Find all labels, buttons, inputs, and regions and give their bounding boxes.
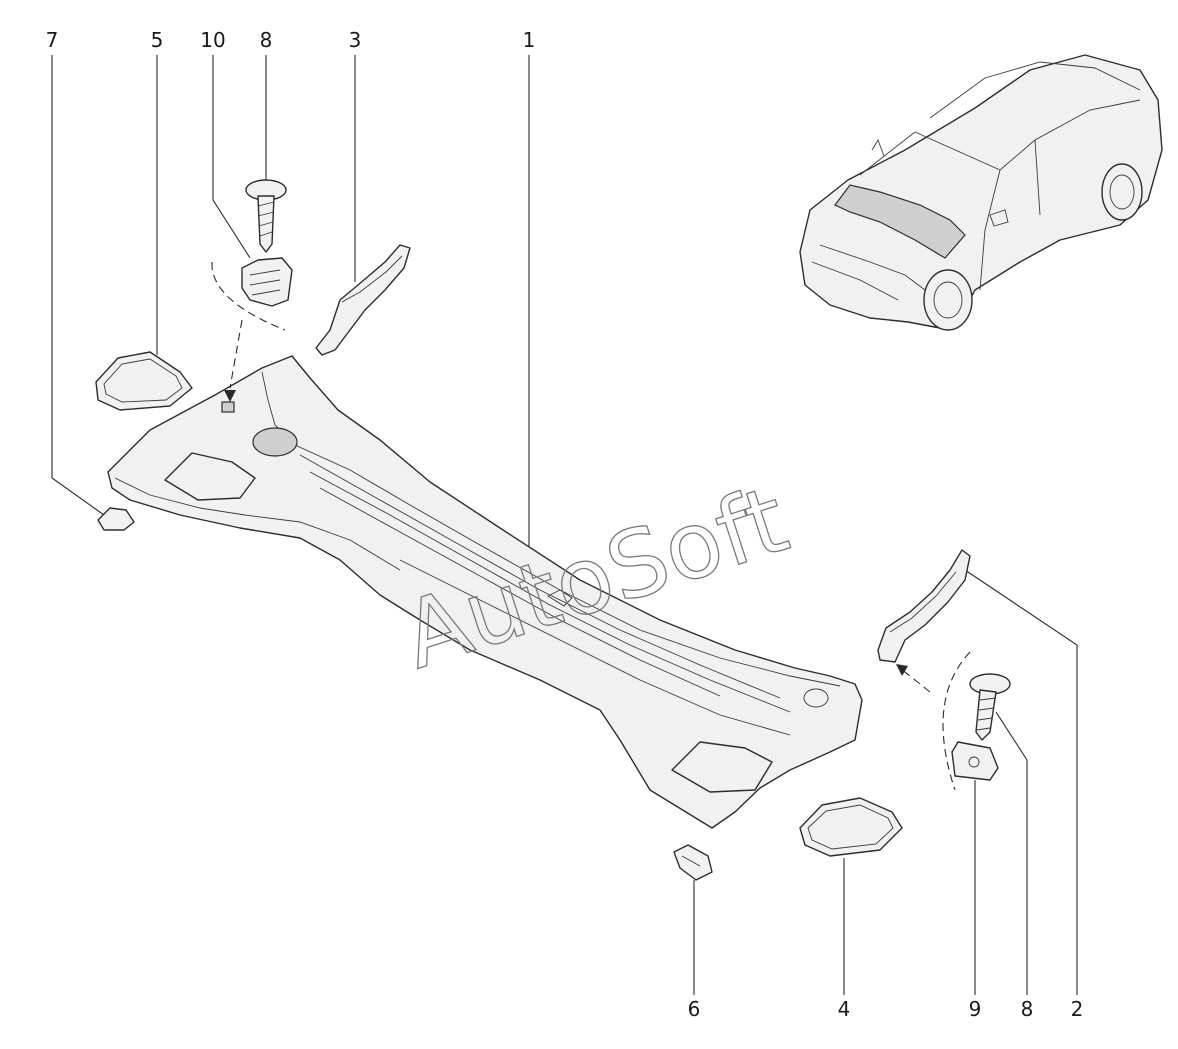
leader-lines [51, 55, 1078, 995]
callout-1: 1 [523, 28, 536, 52]
callout-3: 3 [349, 28, 362, 52]
callout-8-top: 8 [260, 28, 273, 52]
callout-6: 6 [688, 997, 701, 1021]
screw-bottom [969, 673, 1011, 741]
clip-holder [241, 257, 293, 307]
car-illustration [799, 54, 1163, 331]
screw-top [245, 179, 287, 253]
callout-8-bottom: 8 [1021, 997, 1034, 1021]
callout-4: 4 [838, 997, 851, 1021]
callout-7: 7 [46, 28, 59, 52]
cap-lower-right [799, 797, 903, 857]
cowl-panel [107, 355, 863, 829]
clip-bottom [673, 844, 713, 881]
clip-nut [951, 741, 999, 781]
seal-strip-right [877, 549, 971, 663]
seal-strip-left [315, 244, 411, 356]
callout-10: 10 [200, 28, 225, 52]
callout-2: 2 [1071, 997, 1084, 1021]
assembly-arrows [211, 261, 971, 791]
callout-9: 9 [969, 997, 982, 1021]
callout-5: 5 [151, 28, 164, 52]
clip-left [97, 507, 135, 531]
cap-upper-left [95, 351, 193, 411]
